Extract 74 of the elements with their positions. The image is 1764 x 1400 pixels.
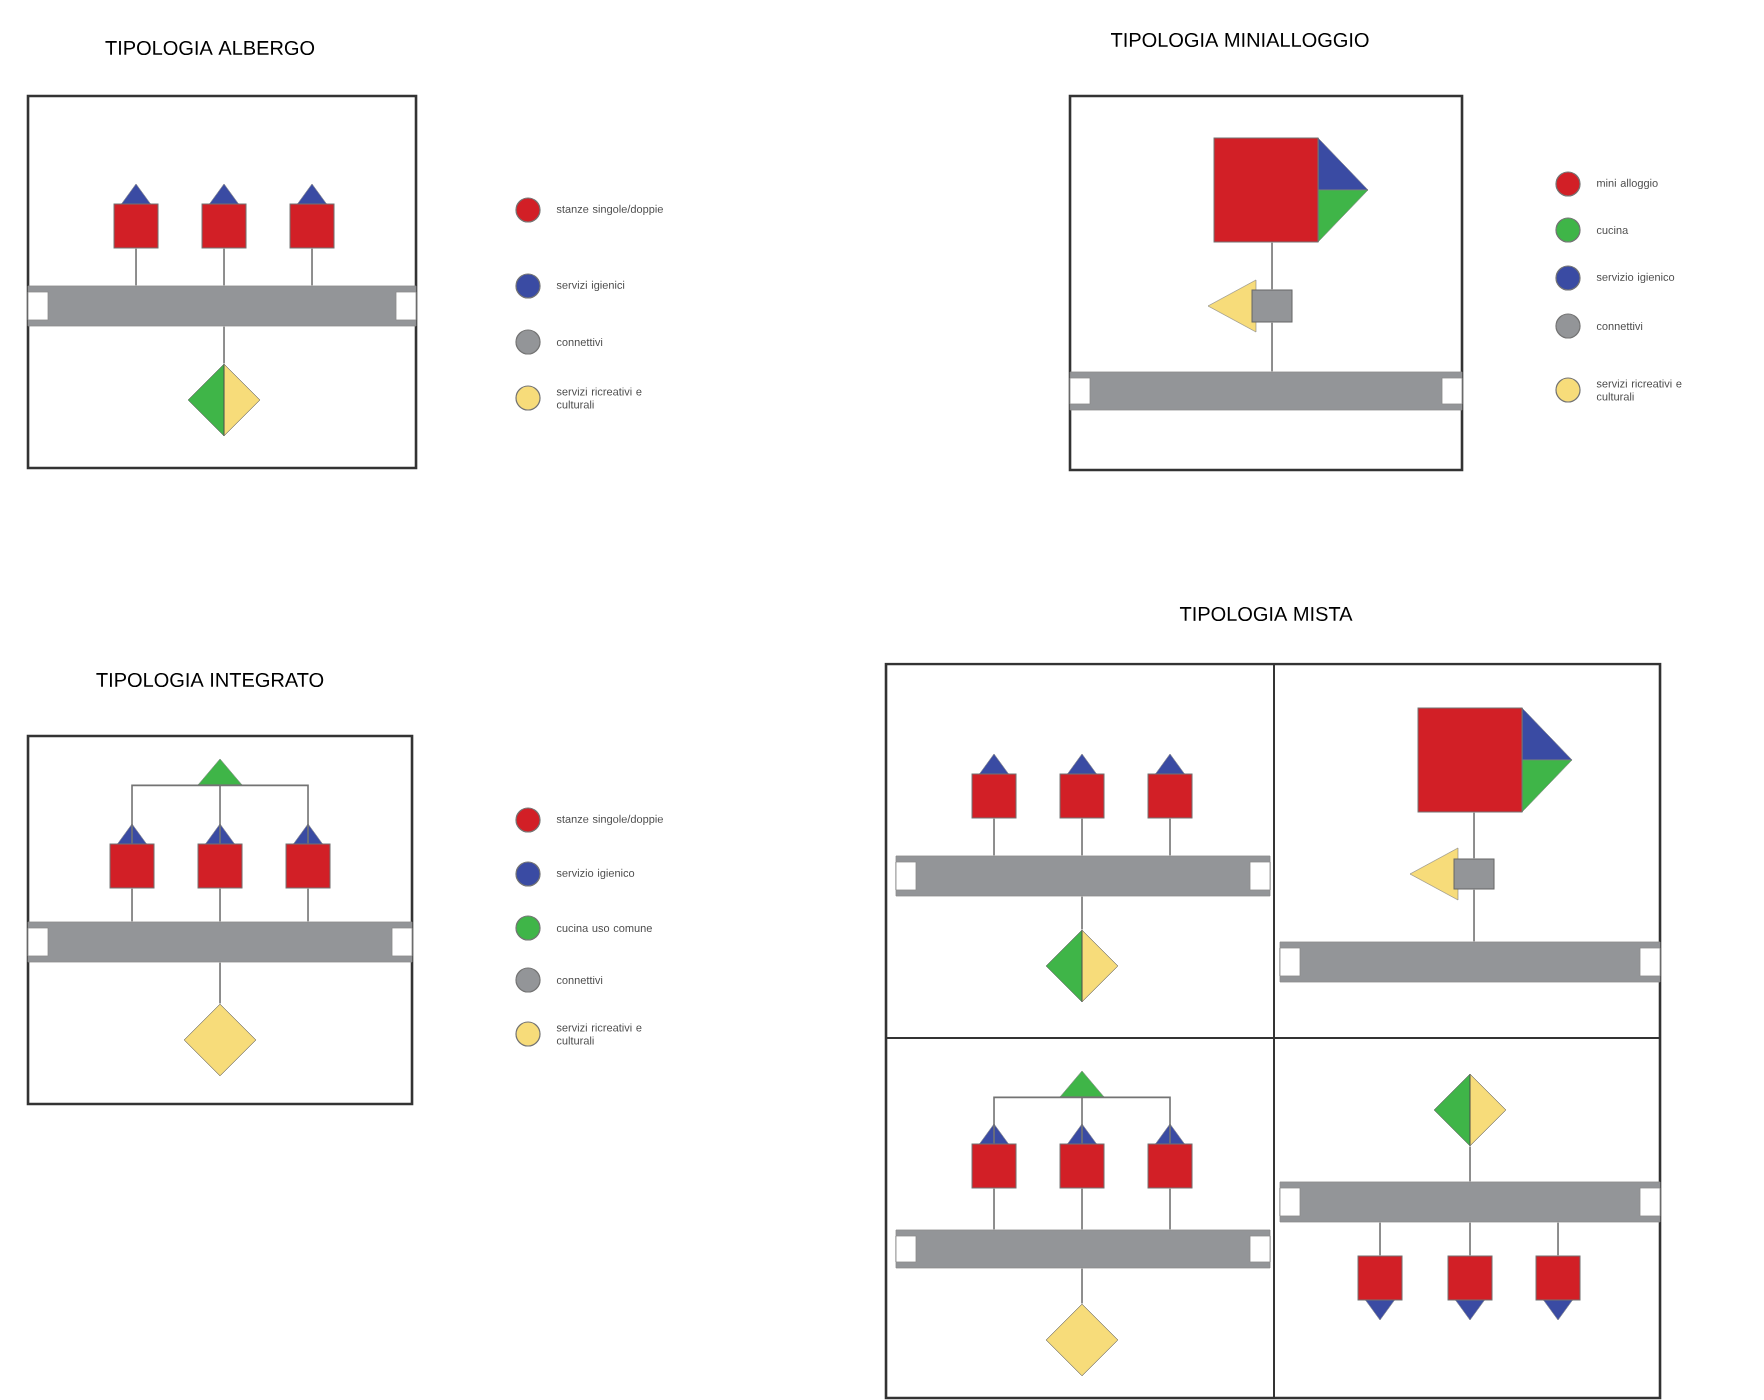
connector-line — [1469, 1221, 1471, 1257]
connector-line — [1469, 1145, 1471, 1183]
sub-panel — [1273, 1037, 1661, 1399]
connector-line — [1081, 1267, 1083, 1305]
room-block — [971, 753, 1017, 819]
room-block — [113, 183, 159, 249]
room-block — [1147, 753, 1193, 819]
connector-line — [135, 247, 137, 287]
sub-panel — [1273, 663, 1661, 1039]
connector-line — [1169, 817, 1171, 857]
connector-line — [219, 887, 221, 923]
room-block — [201, 183, 247, 249]
room-block — [1357, 1255, 1403, 1321]
connector-line — [1169, 1187, 1171, 1231]
connector-line — [993, 1096, 1083, 1145]
room-block — [289, 183, 335, 249]
diamond-block — [1045, 929, 1119, 1003]
connector-line — [1473, 888, 1475, 943]
panel — [26, 40, 418, 470]
connector-line — [223, 325, 225, 365]
connector-block — [1409, 847, 1495, 901]
connector-line — [1081, 1096, 1171, 1145]
room-block — [1417, 707, 1573, 813]
connector-line — [993, 1187, 995, 1231]
corridor-bar — [1279, 1181, 1661, 1223]
connector-line — [131, 784, 221, 845]
connector-line — [223, 247, 225, 287]
diamond-block — [1045, 1303, 1119, 1377]
connector-line — [1081, 1096, 1083, 1145]
panel — [1068, 32, 1464, 472]
connector-line — [1557, 1221, 1559, 1257]
connector-block — [1207, 279, 1293, 333]
corridor-bar — [895, 1229, 1271, 1269]
diamond-block — [183, 1003, 257, 1077]
room-block — [1059, 1123, 1105, 1189]
triangle-block — [1059, 1070, 1105, 1098]
room-block — [1447, 1255, 1493, 1321]
connector-line — [131, 887, 133, 923]
panel-title: TIPOLOGIA INTEGRATO — [96, 672, 324, 688]
connector-line — [307, 887, 309, 923]
panel-title: TIPOLOGIA ALBERGO — [105, 40, 315, 56]
room-block — [1059, 753, 1105, 819]
corridor-bar — [1069, 371, 1463, 411]
sub-panel — [885, 1037, 1275, 1399]
room-block — [285, 823, 331, 889]
connector-line — [311, 247, 313, 287]
room-block — [109, 823, 155, 889]
connector-line — [1473, 811, 1475, 860]
connector-line — [1081, 1187, 1083, 1231]
corridor-bar — [895, 855, 1271, 897]
connector-line — [219, 784, 221, 845]
sub-panel — [885, 663, 1275, 1039]
connector-line — [1271, 241, 1273, 291]
triangle-block — [197, 758, 243, 786]
connector-line — [993, 817, 995, 857]
connector-line — [1081, 895, 1083, 931]
corridor-bar — [1279, 941, 1661, 983]
connector-line — [1379, 1221, 1381, 1257]
diamond-block — [187, 363, 261, 437]
panel — [26, 672, 414, 1106]
panel-title: TIPOLOGIA MINIALLOGGIO — [1111, 32, 1369, 48]
room-block — [971, 1123, 1017, 1189]
connector-line — [1081, 817, 1083, 857]
room-block — [1147, 1123, 1193, 1189]
diamond-block — [1433, 1073, 1507, 1147]
corridor-bar — [27, 285, 417, 327]
connector-line — [1271, 321, 1273, 373]
corridor-bar — [27, 921, 413, 963]
room-block — [1535, 1255, 1581, 1321]
connector-line — [219, 784, 309, 845]
room-block — [1213, 137, 1369, 243]
panel-title: TIPOLOGIA MISTA — [1179, 606, 1353, 622]
connector-line — [219, 961, 221, 1005]
room-block — [197, 823, 243, 889]
